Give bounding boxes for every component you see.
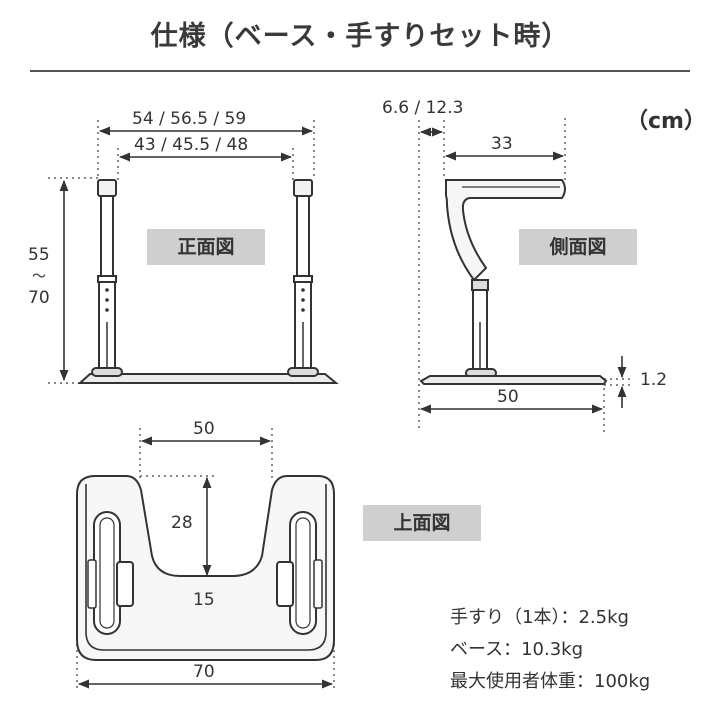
front-outer-width-label: 54 / 56.5 / 59 <box>132 109 247 129</box>
unit-label: （cm） <box>626 109 706 134</box>
title-divider <box>30 70 690 72</box>
top-notch-depth-label: 28 <box>171 513 193 533</box>
side-view-drawing <box>418 118 634 432</box>
side-view-label: 側面図 <box>519 229 637 265</box>
top-gap-width-label: 15 <box>193 590 215 610</box>
side-base-thickness-label: 1.2 <box>640 370 668 390</box>
side-offset-label: 6.6 / 12.3 <box>382 98 464 118</box>
top-total-width-label: 70 <box>193 662 215 682</box>
side-base-length-label: 50 <box>497 387 519 407</box>
front-view-label: 正面図 <box>147 229 265 265</box>
side-arm-length-label: 33 <box>491 134 513 154</box>
front-inner-width-label: 43 / 45.5 / 48 <box>134 135 249 155</box>
top-view-drawing <box>76 428 335 692</box>
spec-handrail-weight: 手すり（1本）：2.5kg <box>450 607 629 628</box>
page-title: 仕様（ベース・手すりセット時） <box>150 21 570 52</box>
front-height-max-label: 70 <box>28 288 50 308</box>
front-view-drawing <box>48 120 339 384</box>
top-view-label: 上面図 <box>363 505 481 541</box>
top-notch-width-label: 50 <box>193 419 215 439</box>
front-height-min-label: 55 <box>28 245 50 265</box>
front-height-sep-label: ～ <box>32 269 46 285</box>
spec-max-user-weight: 最大使用者体重：100kg <box>450 671 651 692</box>
spec-base-weight: ベース：10.3kg <box>450 639 584 660</box>
